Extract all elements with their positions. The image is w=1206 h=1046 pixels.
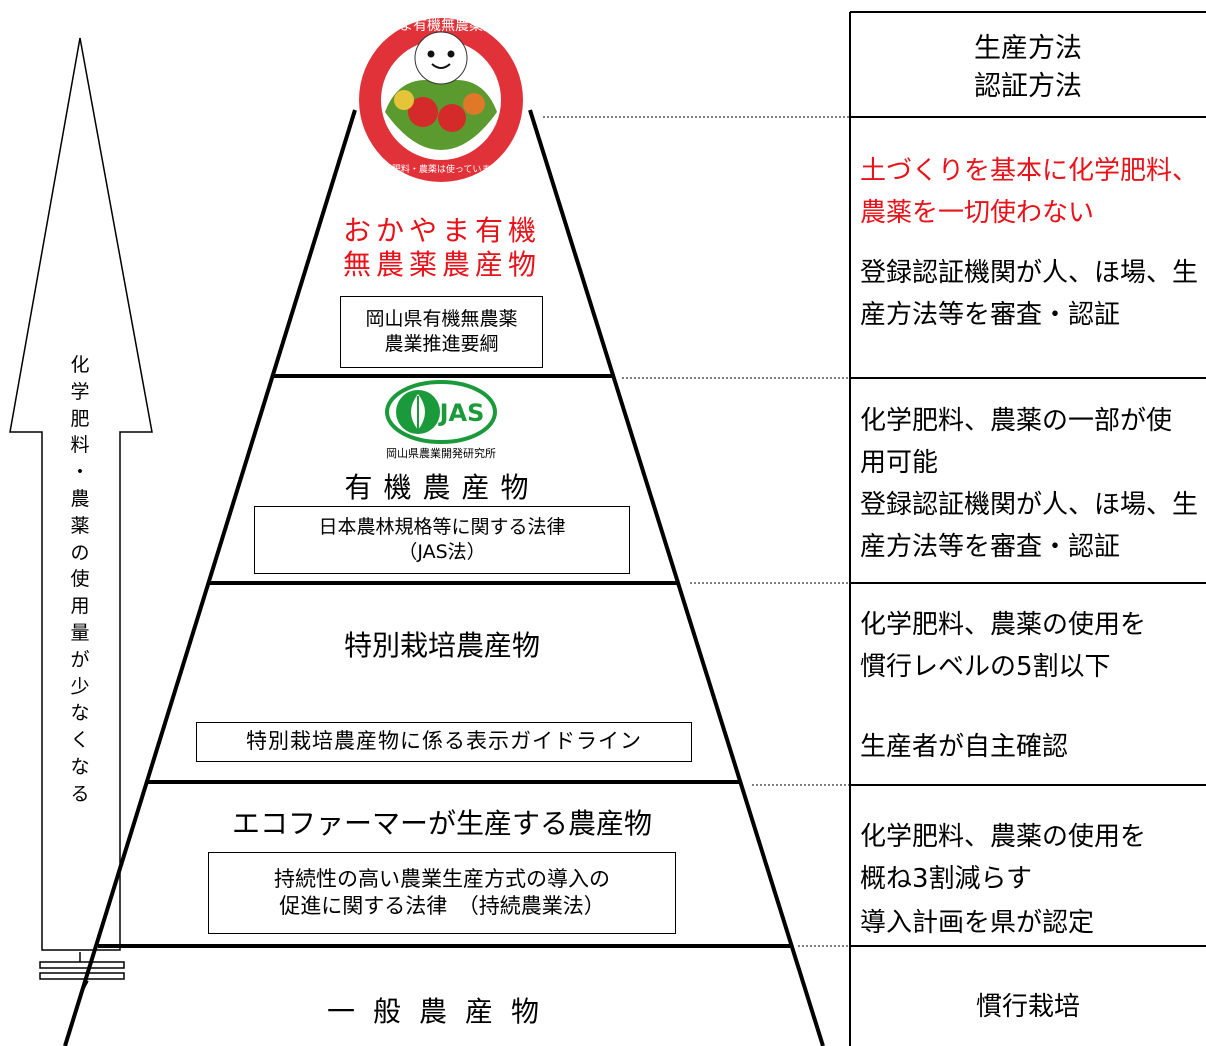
right-table xyxy=(849,11,1206,1046)
arrow-char: が xyxy=(70,648,90,671)
pyramid-right-edge xyxy=(528,109,825,1046)
arrow-char: 肥 xyxy=(70,407,90,430)
arrow-char: な xyxy=(70,755,90,778)
tier-ecofarmer-title: エコファーマーが生産する農産物 xyxy=(231,807,652,840)
okayama-organic-logo: おかやま有機無農薬農産物 化学肥料・農薬は使っていません xyxy=(357,18,525,182)
row3-method: 化学肥料、農薬の使用を 慣行レベルの5割以下 xyxy=(860,610,1147,682)
jas-issuer-text: 岡山県農業開発研究所 xyxy=(386,446,496,460)
arrow-char: 料 xyxy=(70,434,90,457)
arrow-vertical-text: 化学肥料・農薬の使用量が少なくなる xyxy=(58,352,102,808)
arrow-break-mark xyxy=(39,961,125,969)
row2-certification: 登録認証機関が人、ほ場、生 産方法等を審査・認証 xyxy=(860,490,1199,562)
jas-logo: JAS 岡山県農業開発研究所 xyxy=(385,380,497,460)
row2-method: 化学肥料、農薬の一部が使 用可能 xyxy=(860,406,1173,478)
arrow-char: く xyxy=(70,729,90,752)
tier-okayama-law-box: 岡山県有機無農薬 農業推進要綱 xyxy=(340,296,543,368)
arrow-char: ・ xyxy=(70,461,90,484)
okayama-logo-ring-text: おかやま有機無農薬農産物 xyxy=(357,18,525,34)
row5-method: 慣行栽培 xyxy=(975,992,1080,1022)
okayama-logo-bottom-text: 化学肥料・農薬は使っていません xyxy=(374,163,508,175)
arrow-char: 使 xyxy=(70,568,90,591)
arrow-char: な xyxy=(70,702,90,725)
arrow-char: 量 xyxy=(70,621,90,644)
pyramid-left-edge xyxy=(63,109,357,1046)
row4-certification: 導入計画を県が認定 xyxy=(860,908,1095,938)
arrow-char: 化 xyxy=(70,354,90,376)
arrow-break-mark xyxy=(39,972,125,980)
arrow-char: の xyxy=(70,541,90,564)
jas-logo-text: JAS xyxy=(438,399,485,427)
arrow-char: 少 xyxy=(70,675,90,698)
tier-special-law-box: 特別栽培農産物に係る表示ガイドライン xyxy=(196,722,692,762)
arrow-char: 薬 xyxy=(70,514,90,537)
right-header: 生産方法 認証方法 xyxy=(974,33,1082,102)
row1-method: 土づくりを基本に化学肥料、 農薬を一切使わない xyxy=(860,156,1199,228)
tier-okayama-title: おかやま有機 無農薬農産物 xyxy=(342,214,541,281)
arrow-char: る xyxy=(70,782,90,805)
tier-ecofarmer-law-box: 持続性の高い農業生産方式の導入の 促進に関する法律 （持続農業法） xyxy=(208,852,676,934)
reduction-arrow xyxy=(9,37,153,951)
row1-certification: 登録認証機関が人、ほ場、生 産方法等を審査・認証 xyxy=(860,258,1199,330)
row3-certification: 生産者が自主確認 xyxy=(860,732,1069,762)
tier-special-title: 特別栽培農産物 xyxy=(343,629,540,662)
arrow-char: 農 xyxy=(70,487,90,510)
row4-method: 化学肥料、農薬の使用を 概ね3割減らす xyxy=(860,822,1147,894)
tier-general-title: 一般農産物 xyxy=(326,995,557,1028)
arrow-char: 用 xyxy=(70,595,90,618)
tier-organic-law-box: 日本農林規格等に関する法律 （JAS法） xyxy=(254,506,630,574)
arrow-char: 学 xyxy=(70,380,90,403)
tier-organic-title: 有機農産物 xyxy=(344,471,540,504)
